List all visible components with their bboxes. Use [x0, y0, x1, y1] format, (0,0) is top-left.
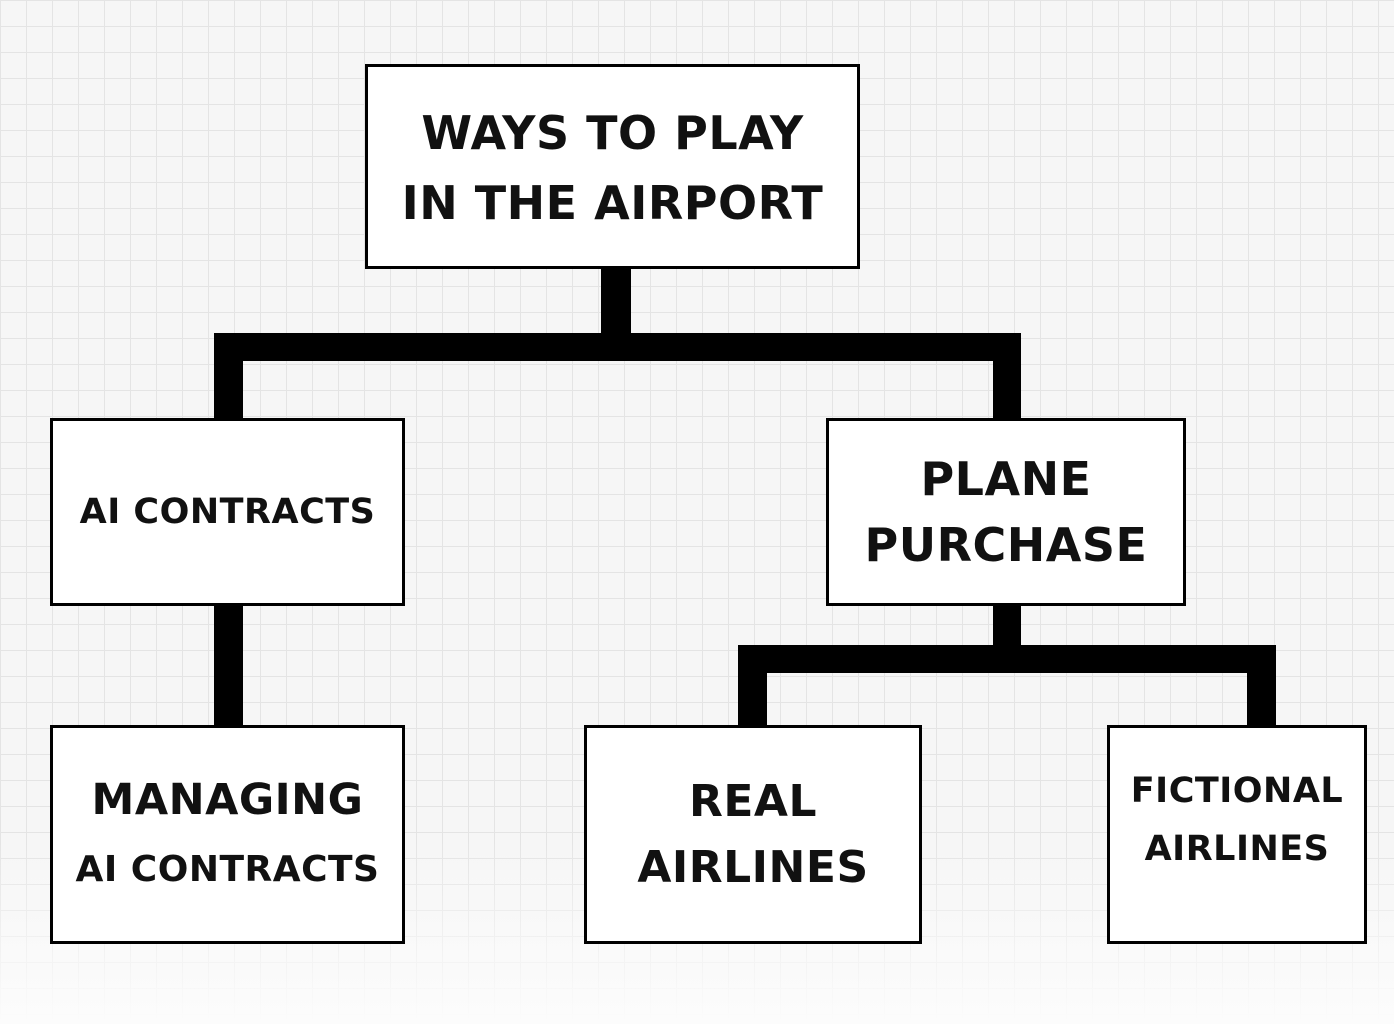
plane-purchase-line2: PURCHASE [864, 518, 1148, 572]
ai-contracts-to-managing-connector [214, 604, 243, 726]
plane-purchase-line1: PLANE [920, 452, 1092, 506]
real-airlines-drop-connector [738, 645, 767, 726]
real-airlines-node: REAL AIRLINES [584, 725, 922, 944]
managing-ai-contracts-node: MANAGING AI CONTRACTS [50, 725, 405, 944]
plane-purchase-node: PLANE PURCHASE [826, 418, 1186, 606]
ai-contracts-label: AI CONTRACTS [79, 492, 376, 532]
fictional-airlines-line1: FICTIONAL [1130, 770, 1344, 811]
plane-purchase-drop-connector [993, 333, 1021, 419]
real-airlines-line2: AIRLINES [637, 841, 869, 893]
root-node-line2: IN THE AIRPORT [401, 175, 824, 230]
fictional-airlines-line2: AIRLINES [1144, 828, 1330, 869]
fictional-airlines-node: FICTIONAL AIRLINES [1107, 725, 1367, 944]
root-node-line1: WAYS TO PLAY [421, 105, 804, 160]
root-branch-bar [214, 333, 1021, 361]
ai-contracts-node: AI CONTRACTS [50, 418, 405, 606]
root-node: WAYS TO PLAY IN THE AIRPORT [365, 64, 860, 269]
managing-ai-contracts-line2: AI CONTRACTS [75, 848, 380, 890]
real-airlines-line1: REAL [688, 775, 818, 827]
managing-ai-contracts-line1: MANAGING [91, 774, 364, 825]
ai-contracts-drop-connector [214, 333, 243, 419]
fictional-airlines-drop-connector [1247, 645, 1276, 726]
plane-purchase-branch-bar [738, 645, 1276, 673]
